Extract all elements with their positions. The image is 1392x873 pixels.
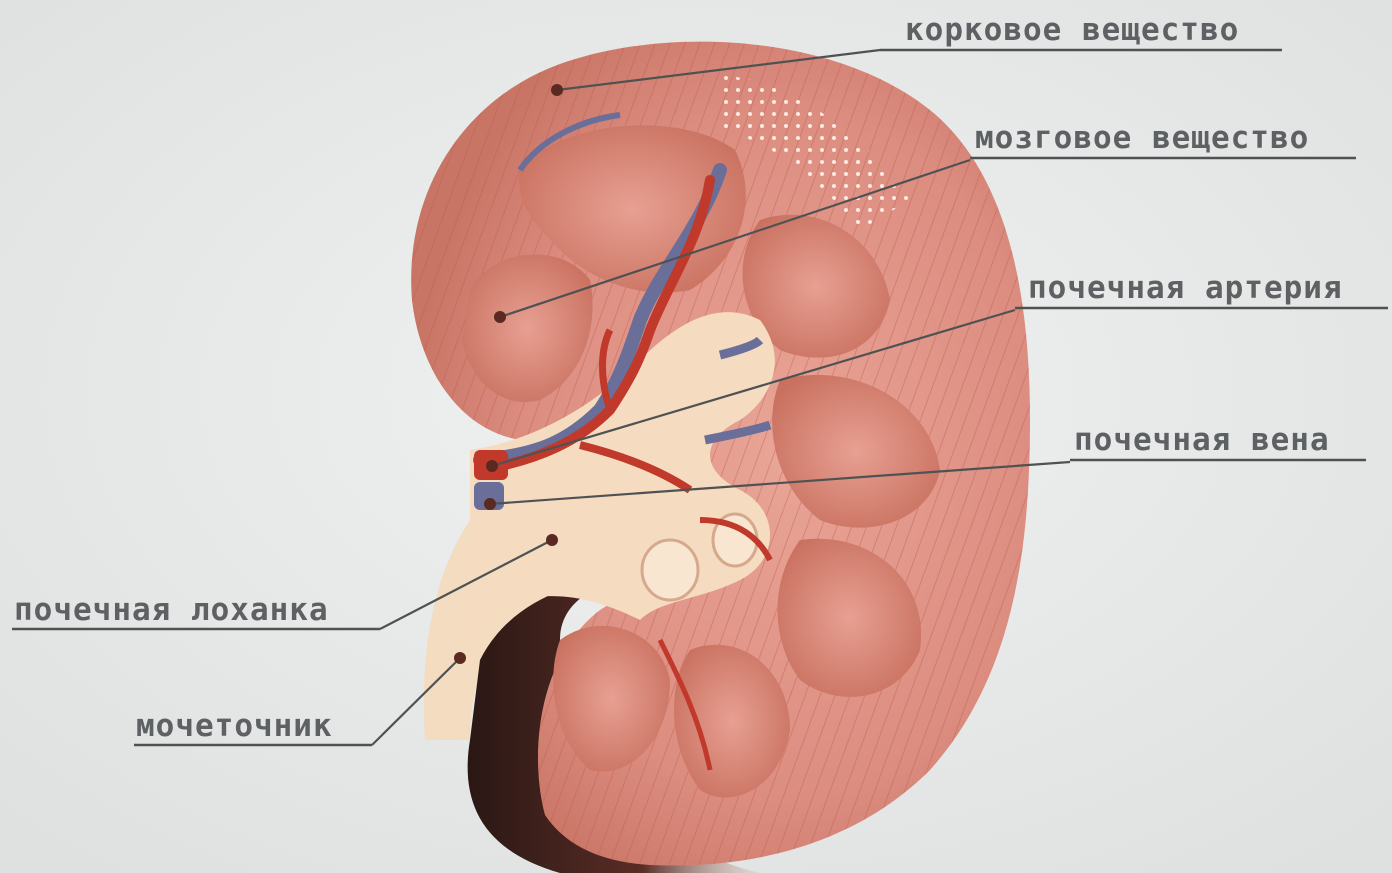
label-renal-pelvis-text: почечная лоханка	[14, 592, 329, 628]
label-renal-pelvis: почечная лоханка	[12, 592, 380, 629]
label-renal-artery: почечная артерия	[1015, 270, 1388, 308]
calyx	[642, 540, 698, 600]
label-cortex: корковое вещество	[880, 12, 1282, 50]
label-cortex-text: корковое вещество	[905, 12, 1239, 48]
label-renal-vein: почечная вена	[1070, 422, 1366, 460]
label-renal-vein-text: почечная вена	[1074, 422, 1330, 458]
label-renal-artery-text: почечная артерия	[1028, 270, 1343, 306]
label-medulla-text: мозговое вещество	[975, 120, 1309, 156]
label-ureter-text: мочеточник	[136, 708, 333, 744]
label-medulla: мозговое вещество	[970, 120, 1356, 158]
